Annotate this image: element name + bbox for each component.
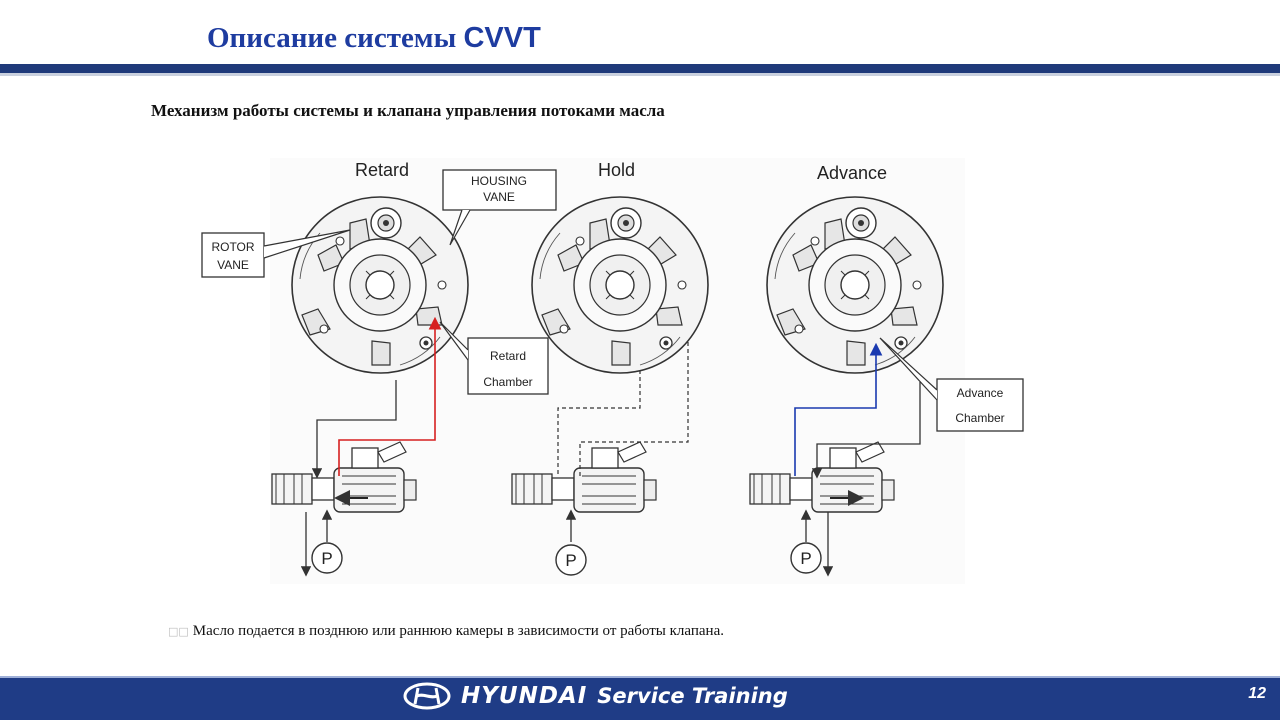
pressure-label-hold: P — [565, 551, 576, 570]
pressure-inlet-retard: P — [300, 509, 343, 577]
callout-advance-chamber-line2: Chamber — [955, 411, 1004, 425]
callout-advance-chamber-line1: Advance — [957, 386, 1004, 400]
pressure-label-retard: P — [321, 549, 332, 568]
callout-retard-chamber — [467, 337, 549, 395]
callout-retard-chamber-line2: Chamber — [483, 375, 532, 389]
footer-brand-tagline: Service Training — [597, 684, 788, 708]
caption: □□Масло подается в позднюю или раннюю ка… — [168, 623, 724, 640]
footer-rule — [0, 676, 1280, 678]
bullet-icon: □□ — [168, 625, 189, 638]
callout-retard-chamber-line1: Retard — [490, 349, 526, 363]
footer-brand-name: HYUNDAI — [461, 683, 588, 709]
supply-line-advance — [794, 342, 883, 476]
header-rule-shadow — [0, 73, 1280, 76]
page-number: 12 — [1248, 685, 1266, 702]
blocked-line-hold-a — [557, 370, 641, 476]
phaser-retard — [291, 196, 469, 374]
callout-housing-vane-line1: HOUSING — [471, 174, 527, 188]
phaser-hold — [531, 196, 709, 374]
slide-title-text: Описание системы — [207, 22, 457, 54]
footer-bar — [0, 676, 1280, 720]
callout-rotor-vane-line2: VANE — [217, 258, 249, 272]
blocked-line-hold-b — [579, 340, 689, 476]
return-line-advance — [811, 382, 921, 479]
pressure-inlet-hold: P — [555, 509, 587, 576]
callout-advance-chamber-pointer — [879, 337, 938, 401]
state-label-advance: Advance — [817, 163, 887, 183]
return-line-retard — [311, 380, 397, 479]
state-label-hold: Hold — [598, 160, 635, 180]
supply-line-retard — [338, 316, 442, 476]
slide-title: Описание системы CVVT — [207, 22, 541, 55]
slide-title-abbr: CVVT — [463, 22, 541, 54]
footer-brand: HYUNDAI Service Training — [403, 681, 788, 711]
callout-housing-vane-pointer — [449, 209, 471, 246]
pressure-label-advance: P — [800, 549, 811, 568]
cvvt-diagram: Retard Hold Advance HOUSING VANE ROTOR V… — [201, 158, 1024, 584]
callout-housing-vane-line2: VANE — [483, 190, 515, 204]
hyundai-logo-icon — [403, 682, 451, 710]
slide-subtitle: Механизм работы системы и клапана управл… — [151, 101, 665, 120]
callout-advance-chamber — [936, 378, 1024, 432]
header-rule — [0, 64, 1280, 73]
caption-text: Масло подается в позднюю или раннюю каме… — [192, 623, 724, 639]
callout-rotor-vane-line1: ROTOR — [211, 240, 254, 254]
pressure-inlet-advance: P — [790, 509, 834, 577]
phaser-advance — [766, 196, 944, 374]
callout-rotor-vane-pointer — [263, 229, 351, 259]
state-label-retard: Retard — [355, 160, 409, 180]
callout-housing-vane — [442, 169, 557, 211]
callout-rotor-vane — [201, 232, 265, 278]
